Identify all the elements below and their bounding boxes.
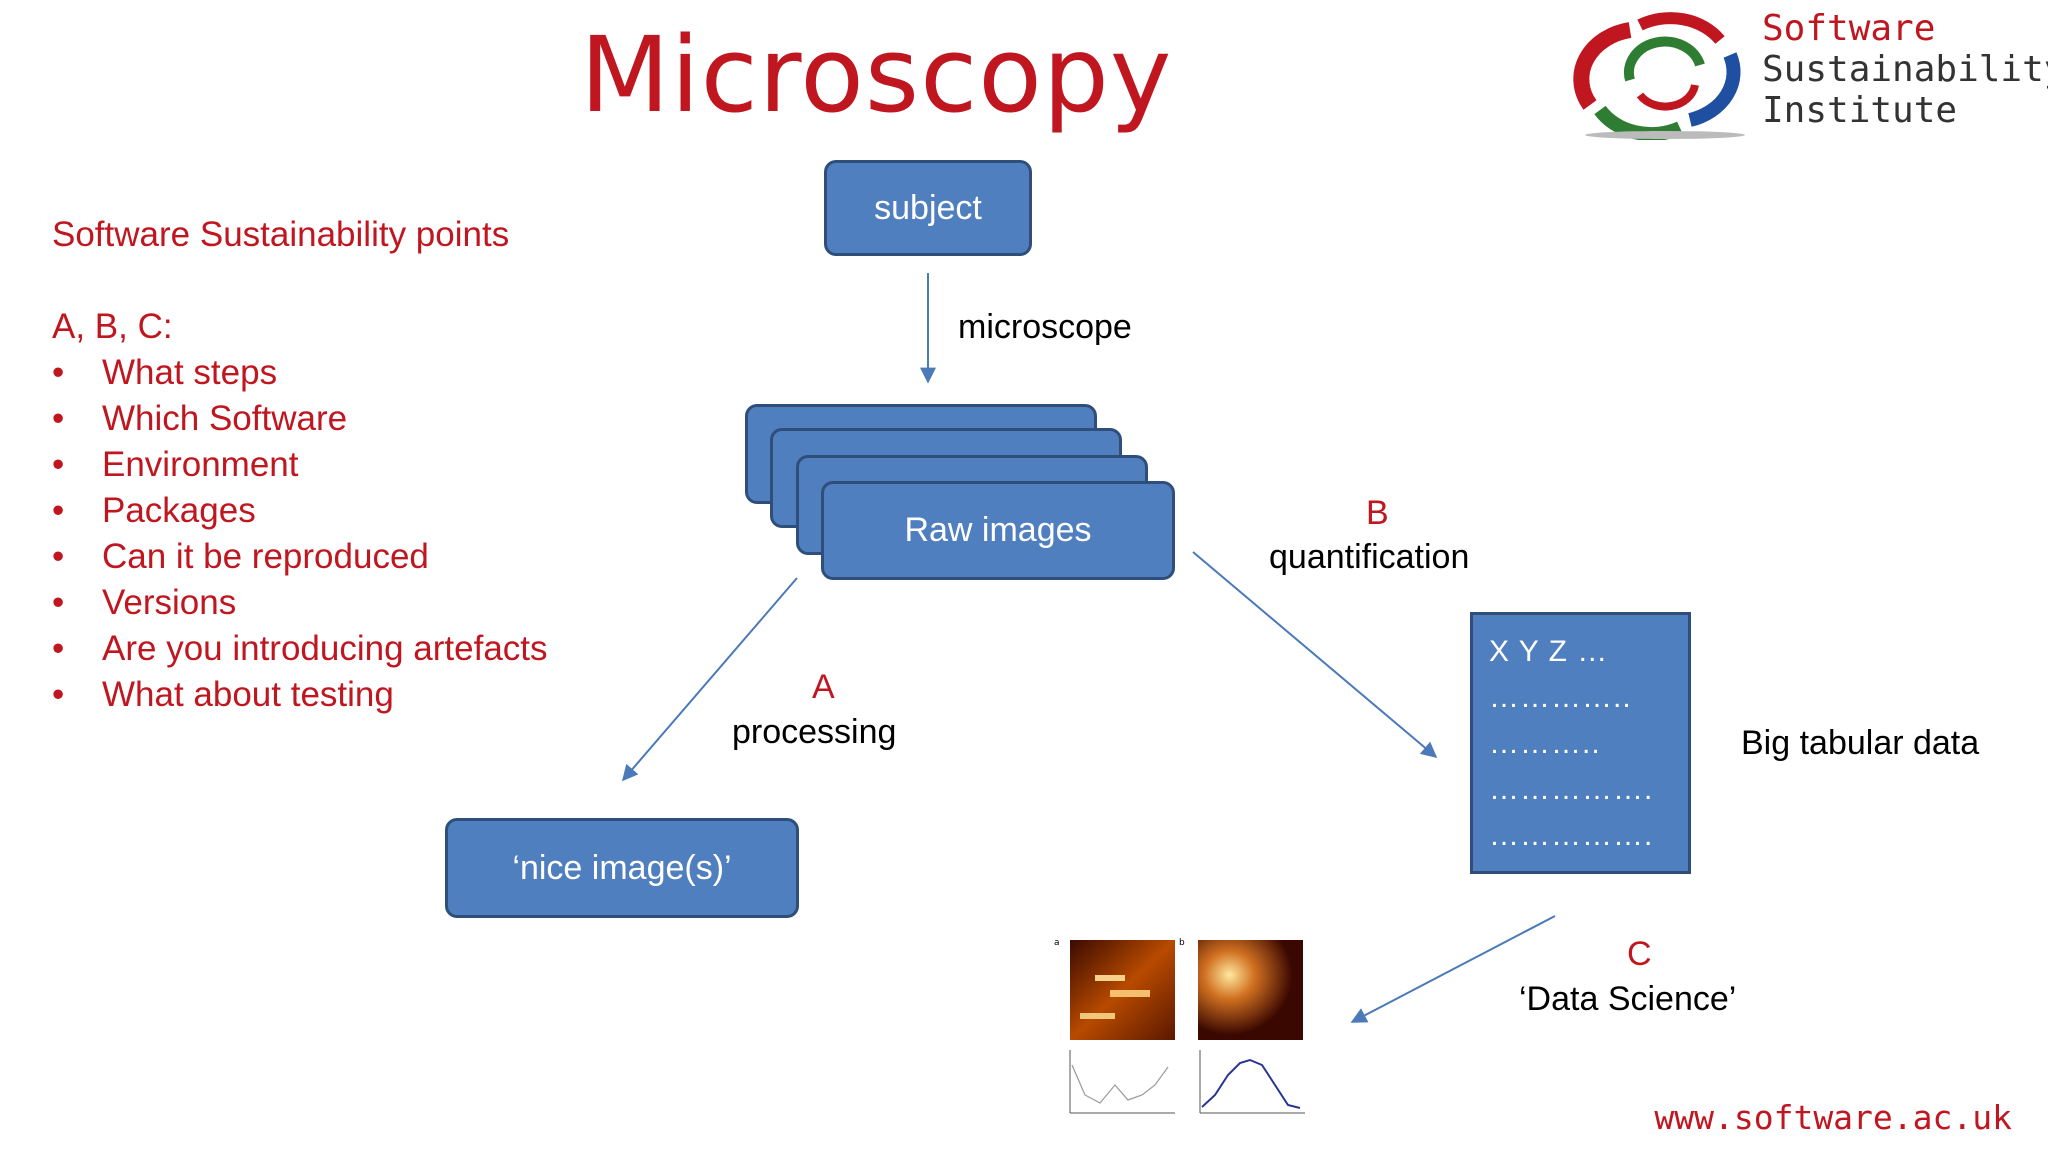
page-title: Microscopy	[580, 14, 1173, 136]
label-c: C	[1627, 935, 1652, 973]
label-a: A	[812, 668, 835, 706]
list-item: •What about testing	[52, 672, 548, 718]
logo-line-sustainability: Sustainability	[1762, 49, 2048, 90]
subject-box: subject	[824, 160, 1032, 256]
logo-line-institute: Institute	[1762, 90, 1958, 131]
points-list: •What steps •Which Software •Environment…	[52, 350, 548, 718]
table-row: …………….	[1489, 773, 1654, 806]
processing-label: processing	[732, 713, 897, 751]
bullet-icon: •	[52, 675, 65, 714]
ssi-logo-text: Software Sustainability Institute	[1762, 8, 2048, 131]
arrow-processing	[621, 577, 798, 782]
afm-feature	[1095, 975, 1125, 981]
footer-url[interactable]: www.software.ac.uk	[1654, 1098, 2012, 1137]
nice-images-box: ‘nice image(s)’	[445, 818, 799, 918]
bullet-icon: •	[52, 537, 65, 576]
afm-image-b	[1198, 940, 1303, 1040]
list-item: •Can it be reproduced	[52, 534, 548, 580]
list-item: •Environment	[52, 442, 548, 488]
raw-images-box: Raw images	[821, 481, 1175, 580]
table-row: …………..	[1489, 681, 1632, 714]
sustainability-points-panel: Software Sustainability points A, B, C: …	[52, 212, 548, 718]
subject-label: subject	[874, 188, 982, 227]
afm-thumbnail-plots: a b	[1054, 938, 1305, 1114]
table-row: …………….	[1489, 819, 1654, 852]
afm-feature	[1080, 1013, 1115, 1019]
bullet-icon: •	[52, 583, 65, 622]
profile-line-a	[1071, 1064, 1169, 1104]
bullet-icon: •	[52, 491, 65, 530]
microscope-label: microscope	[958, 308, 1132, 346]
thumb-label-a: a	[1054, 938, 1060, 948]
quantification-label: quantification	[1269, 538, 1470, 576]
list-item: •Are you introducing artefacts	[52, 626, 548, 672]
bullet-icon: •	[52, 353, 65, 392]
panel-heading: Software Sustainability points	[52, 215, 510, 254]
label-b: B	[1366, 494, 1389, 532]
ssi-logo-icon	[1573, 12, 1745, 140]
raw-images-label: Raw images	[904, 511, 1092, 549]
bullet-icon: •	[52, 445, 65, 484]
list-item: •Packages	[52, 488, 548, 534]
table-row: X Y Z …	[1489, 635, 1609, 668]
big-tabular-data-label: Big tabular data	[1741, 724, 1980, 762]
bullet-icon: •	[52, 399, 65, 438]
list-item: •What steps	[52, 350, 548, 396]
logo-line-software: Software	[1762, 8, 1936, 49]
arrow-data-science	[1350, 915, 1556, 1023]
data-science-label: ‘Data Science’	[1519, 980, 1737, 1018]
nice-images-label: ‘nice image(s)’	[512, 848, 732, 887]
arrow-quantification	[1192, 551, 1438, 759]
list-item: •Versions	[52, 580, 548, 626]
panel-subheading: A, B, C:	[52, 307, 173, 346]
list-item: •Which Software	[52, 396, 548, 442]
profile-line-b	[1201, 1058, 1301, 1109]
tabular-data-box: X Y Z … ………….. ……….. ……………. …………….	[1470, 612, 1691, 874]
bullet-icon: •	[52, 629, 65, 668]
table-row: ………..	[1489, 727, 1601, 760]
thumb-label-b: b	[1179, 938, 1185, 948]
afm-feature	[1110, 990, 1150, 997]
